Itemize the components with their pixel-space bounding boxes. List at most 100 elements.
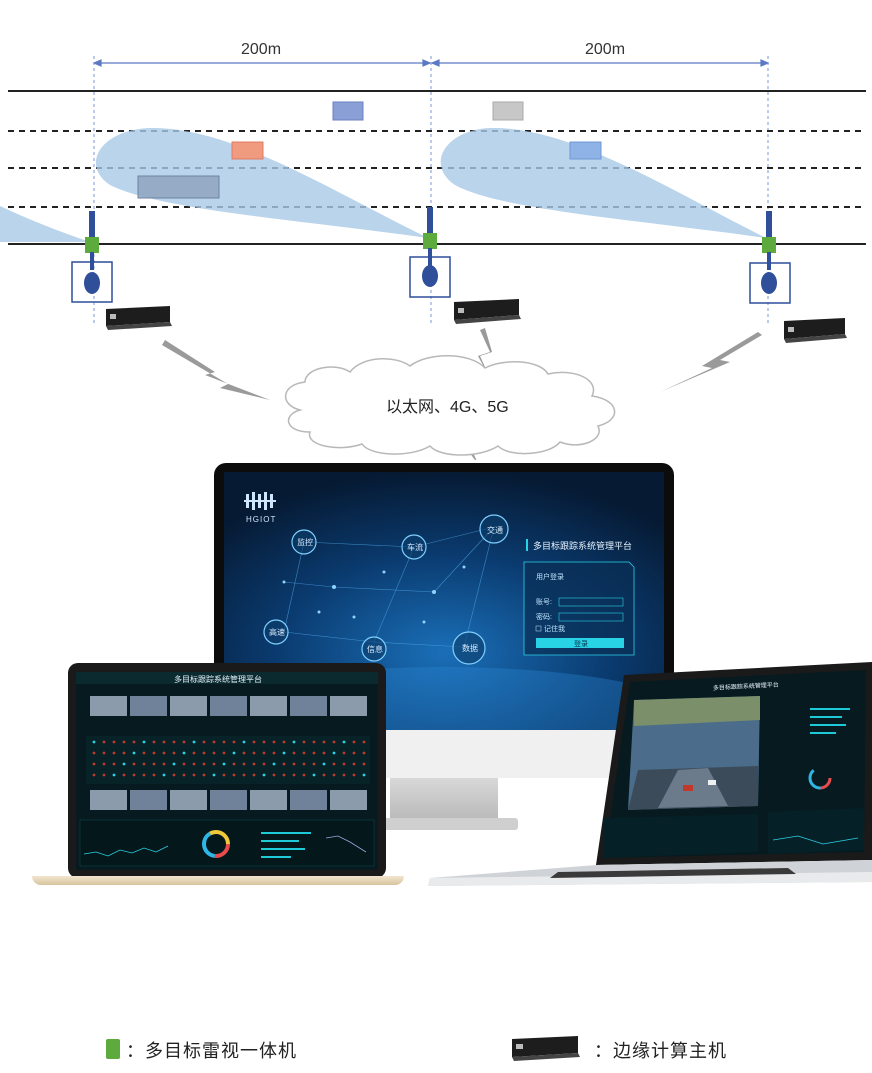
camera-thumbnail[interactable] bbox=[250, 790, 287, 810]
status-dot bbox=[212, 751, 216, 755]
camera-thumbnail[interactable] bbox=[90, 696, 127, 716]
status-dot bbox=[102, 751, 106, 755]
camera-thumbnail[interactable] bbox=[330, 696, 367, 716]
distance-label-right: 200m bbox=[585, 41, 626, 58]
status-dot bbox=[102, 740, 106, 744]
status-dot bbox=[332, 773, 336, 777]
status-dot bbox=[112, 740, 116, 744]
platform-title: 多目标跟踪系统管理平台 bbox=[533, 540, 632, 551]
status-dot bbox=[162, 740, 166, 744]
status-dot bbox=[322, 773, 326, 777]
status-dot bbox=[312, 762, 316, 766]
status-dot bbox=[192, 740, 196, 744]
login-button[interactable] bbox=[536, 638, 624, 648]
status-dot bbox=[282, 740, 286, 744]
status-dot bbox=[342, 740, 346, 744]
camera-thumbnail[interactable] bbox=[210, 696, 247, 716]
status-dot bbox=[92, 773, 96, 777]
status-dot bbox=[172, 773, 176, 777]
camera-thumbnail[interactable] bbox=[170, 790, 207, 810]
status-dot bbox=[162, 773, 166, 777]
laptop-left-title: 多目标跟踪系统管理平台 bbox=[174, 674, 262, 684]
camera-thumbnail[interactable] bbox=[130, 790, 167, 810]
status-dot bbox=[212, 740, 216, 744]
node-highway: 高速 bbox=[269, 627, 285, 637]
edge-host-2 bbox=[454, 299, 521, 324]
status-dot bbox=[352, 762, 356, 766]
legend-edge-host-icon bbox=[512, 1036, 580, 1061]
status-dot bbox=[122, 762, 126, 766]
status-dot bbox=[112, 773, 116, 777]
camera-thumbnail[interactable] bbox=[290, 696, 327, 716]
status-dot bbox=[132, 762, 136, 766]
camera-thumbnail[interactable] bbox=[290, 790, 327, 810]
status-dot bbox=[342, 751, 346, 755]
legend-radar-label: ：多目标雷视一体机 bbox=[126, 1041, 297, 1061]
status-dot bbox=[312, 773, 316, 777]
camera-thumbnail[interactable] bbox=[210, 790, 247, 810]
status-dot bbox=[232, 773, 236, 777]
radar-unit-1 bbox=[71, 211, 113, 303]
status-dot bbox=[302, 773, 306, 777]
status-dot bbox=[252, 773, 256, 777]
status-dot bbox=[132, 740, 136, 744]
status-dot bbox=[142, 740, 146, 744]
laptop-right: 多目标跟踪系统管理平台 bbox=[428, 662, 872, 886]
password-input[interactable] bbox=[558, 612, 624, 622]
camera-thumbnail[interactable] bbox=[330, 790, 367, 810]
node-info: 信息 bbox=[367, 644, 383, 654]
login-button-label: 登录 bbox=[574, 639, 588, 648]
status-dot bbox=[362, 762, 366, 766]
status-dot bbox=[162, 762, 166, 766]
camera-thumbnail[interactable] bbox=[250, 696, 287, 716]
status-dot bbox=[152, 773, 156, 777]
status-dot bbox=[302, 740, 306, 744]
status-dot bbox=[182, 762, 186, 766]
node-traffic-flow: 车流 bbox=[407, 542, 423, 552]
node-data: 数据 bbox=[462, 643, 478, 653]
status-dot bbox=[152, 762, 156, 766]
status-dot bbox=[232, 740, 236, 744]
status-dot bbox=[242, 762, 246, 766]
camera-thumbnail[interactable] bbox=[90, 790, 127, 810]
status-dot bbox=[172, 762, 176, 766]
status-dot bbox=[322, 762, 326, 766]
status-dot bbox=[262, 740, 266, 744]
status-dot bbox=[252, 740, 256, 744]
account-label: 账号: bbox=[536, 597, 552, 606]
laptop-left-base bbox=[32, 876, 404, 885]
status-dot bbox=[112, 751, 116, 755]
status-dot bbox=[252, 762, 256, 766]
vehicles bbox=[137, 101, 602, 199]
status-dot bbox=[102, 773, 106, 777]
remember-label: 记住我 bbox=[544, 624, 565, 633]
status-dot bbox=[212, 773, 216, 777]
status-dot bbox=[242, 751, 246, 755]
status-dot bbox=[122, 773, 126, 777]
account-input[interactable] bbox=[558, 597, 624, 607]
status-dot bbox=[312, 740, 316, 744]
status-dot bbox=[292, 762, 296, 766]
status-dot bbox=[182, 751, 186, 755]
login-panel: 用户登录 账号: 密码: 记住我 登录 bbox=[523, 561, 635, 656]
camera-thumbnail[interactable] bbox=[170, 696, 207, 716]
status-dot bbox=[242, 740, 246, 744]
status-dot bbox=[272, 762, 276, 766]
camera-thumbnail[interactable] bbox=[130, 696, 167, 716]
laptop-left-screen: 多目标跟踪系统管理平台 bbox=[76, 672, 378, 870]
remember-checkbox[interactable] bbox=[535, 625, 542, 632]
status-dot bbox=[112, 762, 116, 766]
status-dot bbox=[292, 751, 296, 755]
status-dot bbox=[232, 762, 236, 766]
status-dot bbox=[232, 751, 236, 755]
status-dot bbox=[172, 740, 176, 744]
status-dot bbox=[262, 762, 266, 766]
node-traffic: 交通 bbox=[487, 525, 503, 535]
status-dot bbox=[322, 751, 326, 755]
status-dot bbox=[352, 740, 356, 744]
status-dot bbox=[222, 762, 226, 766]
status-dot bbox=[152, 740, 156, 744]
camera-grid-top bbox=[90, 696, 367, 716]
monitor-stand bbox=[390, 778, 498, 822]
status-dot bbox=[192, 762, 196, 766]
